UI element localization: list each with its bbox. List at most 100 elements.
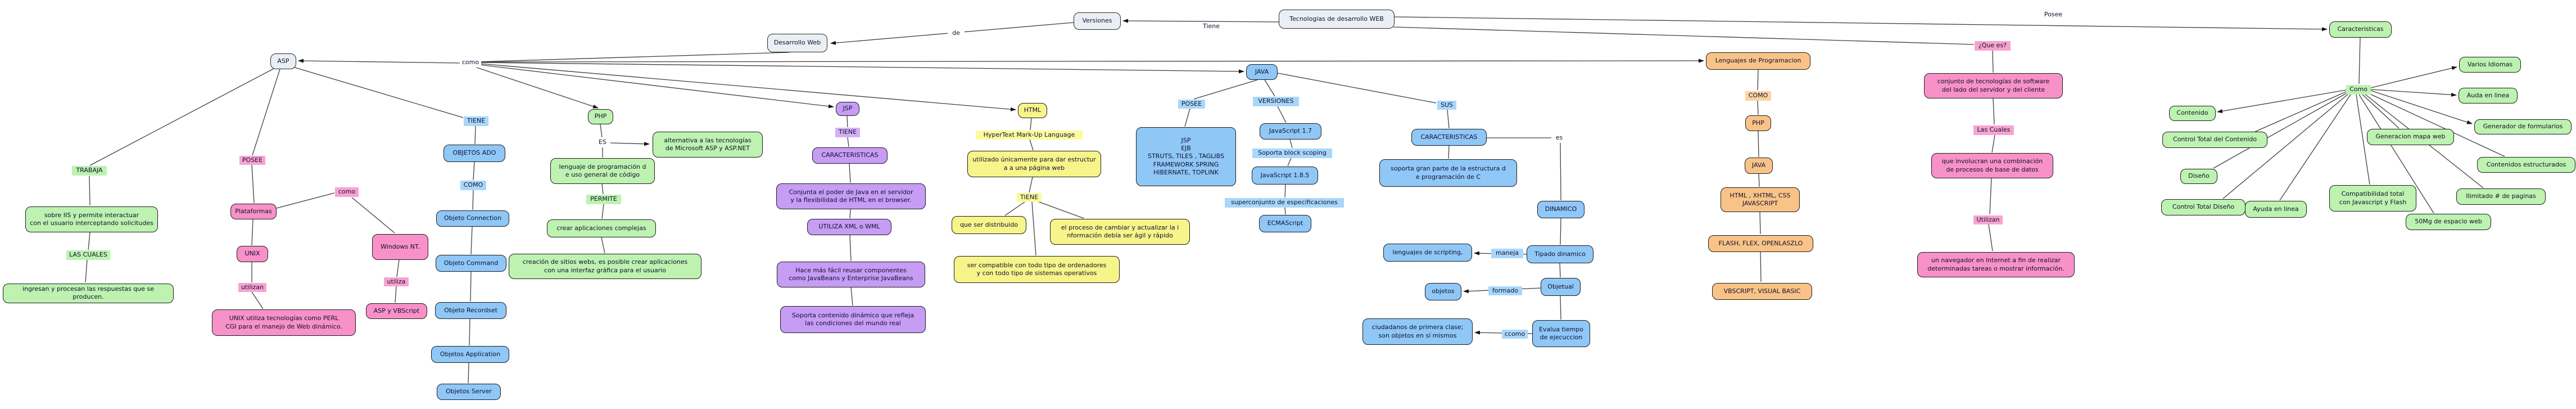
node-lbl-formado[interactable]: formado [1488, 286, 1522, 295]
node-objetos-server[interactable]: Objetos Server [437, 384, 501, 400]
node-objeto-connection[interactable]: Objeto Connection [436, 210, 509, 227]
node-dinamico[interactable]: DINAMICO [1537, 201, 1584, 218]
node-java-estructura-box[interactable]: soporta gran parte de la estructura d e … [1379, 159, 1517, 187]
node-lbl-de[interactable]: de [948, 29, 965, 38]
node-php-orange[interactable]: PHP [1745, 115, 1771, 131]
node-lbl-utiliza[interactable]: utiliza [384, 277, 409, 286]
node-ayuda-en-linea[interactable]: Ayuda en linea [2245, 201, 2307, 218]
node-lbl-que-es[interactable]: ¿Que es? [1975, 41, 2011, 51]
node-jsp-dinamico-box[interactable]: Soporta contenido dinámico que refleja l… [780, 306, 926, 333]
node-lbl-maneja[interactable]: maneja [1491, 249, 1523, 258]
node-java[interactable]: JAVA [1246, 64, 1278, 80]
node-html-compatible-box[interactable]: ser compatible con todo tipo de ordenado… [954, 256, 1120, 283]
node-diseno[interactable]: Diseño [2180, 169, 2217, 184]
node-lbl-trabaja[interactable]: TRABAJA [72, 166, 107, 176]
node-java-frameworks-box[interactable]: JSP EJB STRUTS, TILES , TAGLIBS FRAMEWOR… [1136, 127, 1236, 186]
node-html-xhtml-box[interactable]: HTML , XHTML, CSS JAVASCRIPT [1721, 187, 1800, 212]
node-lbl-tiene-top[interactable]: Tiene [1199, 22, 1224, 32]
node-lbl-block-scoping[interactable]: Soporta block scoping [1252, 149, 1332, 158]
node-tecnologias-web[interactable]: Tecnologias de desarrollo WEB [1279, 10, 1395, 29]
node-unix[interactable]: UNIX [237, 246, 268, 262]
node-quees-conjunto-box[interactable]: conjunto de tecnologías de software del … [1924, 73, 2063, 98]
node-lenguajes-scripting-box[interactable]: lenguajes de scripting, [1383, 244, 1472, 262]
node-ecmascript[interactable]: ECMAScript [1259, 215, 1311, 232]
node-php-lenguaje-box[interactable]: lenguaje de programación d e uso general… [550, 158, 655, 184]
node-contenido[interactable]: Contenido [2169, 106, 2216, 121]
node-generador-formularios[interactable]: Generador de formularios [2474, 119, 2572, 134]
node-lbl-las-cuales[interactable]: LAS CUALES [66, 250, 110, 260]
node-lbl-ccomo[interactable]: ccomo [1502, 330, 1528, 339]
node-jsp-utiliza-xml[interactable]: UTILIZA XML o WML [807, 219, 891, 235]
node-objeto-command[interactable]: Objeto Command [436, 255, 506, 272]
node-php-sitios-box[interactable]: creación de sitios webs, es posible crea… [509, 254, 701, 279]
node-asp-box-iis[interactable]: sobre IIS y permite interactuar con el u… [25, 206, 158, 232]
node-lbl-las-cuales-2[interactable]: Las Cuales [1973, 125, 2014, 135]
node-ciudadanos-box[interactable]: ciudadanos de primera clase; son objetos… [1362, 318, 1473, 345]
node-lbl-tiene-html[interactable]: TIENE [1017, 193, 1042, 202]
node-auda-en-linea[interactable]: Auda en linea [2459, 88, 2518, 104]
node-plataformas[interactable]: Plataformas [230, 204, 277, 219]
node-lbl-permite[interactable]: PERMITE [586, 195, 621, 204]
node-php-crear-box[interactable]: crear aplicaciones complejas [547, 219, 656, 237]
node-lbl-utilizan[interactable]: utilizan [238, 283, 266, 292]
node-unix-perl-box[interactable]: UNIX utiliza tecnologías como PERL CGI p… [212, 309, 356, 336]
node-quees-combinacion-box[interactable]: que involucran una combinación de proces… [1931, 153, 2053, 178]
node-objetos[interactable]: objetos [1425, 283, 1461, 300]
node-jsp-conjunta-box[interactable]: Conjunta el poder de Java en el servidor… [776, 183, 926, 209]
node-lbl-como-ado[interactable]: COMO [460, 181, 486, 190]
node-lbl-es-php[interactable]: ES [595, 138, 610, 147]
node-desarrollo-web[interactable]: Desarrollo Web [767, 34, 827, 52]
node-objetos-application[interactable]: Objetos Application [431, 346, 509, 363]
node-lbl-como-top[interactable]: como [460, 58, 481, 68]
node-lbl-posee-java[interactable]: POSEE [1178, 100, 1205, 109]
node-varios-idiomas[interactable]: Varios Idiomas [2459, 57, 2521, 73]
node-control-total-diseno[interactable]: Control Total Diseño [2161, 199, 2245, 215]
node-lbl-superconjunto[interactable]: superconjunto de especificaciones [1225, 198, 1344, 208]
node-tipado-dinamico[interactable]: Tipado dinamico [1527, 245, 1593, 263]
node-contenidos-estructurados[interactable]: Contenidos estructurados [2477, 157, 2575, 173]
node-lenguajes-programacion[interactable]: Lenguajes de Programacion [1706, 52, 1810, 70]
node-asp-box-respuestas[interactable]: ingresan y procesan las respuestas que s… [3, 284, 174, 303]
node-lbl-hypertext[interactable]: HyperText Mark-Up Language [976, 131, 1083, 140]
node-lbl-sus[interactable]: SUS [1437, 101, 1456, 110]
node-asp-vbscript[interactable]: ASP y VBScript [366, 303, 427, 319]
node-compatibilidad-box[interactable]: Compatibilidad total con Javascript y Fl… [2329, 185, 2416, 212]
node-jsp-caracteristicas[interactable]: CARACTERISTICAS [812, 147, 888, 164]
node-windows-nt[interactable]: Windows NT. [372, 234, 428, 260]
node-quees-navegador-box[interactable]: un navegador en Internet a fin de realiz… [1917, 252, 2075, 277]
node-objeto-recordset[interactable]: Objeto Recordset [435, 302, 506, 319]
node-html-estructura-box[interactable]: utilizado únicamente para dar estructur … [967, 151, 1101, 177]
node-espacio-web[interactable]: 50Mg de espacio web [2406, 214, 2491, 230]
node-lbl-es-java[interactable]: es [1552, 133, 1566, 143]
node-lbl-utilizan-2[interactable]: Utilizan [1973, 215, 2003, 224]
node-control-total-contenido[interactable]: Control Total del Contenido [2162, 132, 2267, 148]
node-html-distribuido-box[interactable]: que ser distribuido [952, 216, 1026, 234]
node-html-proceso-box[interactable]: el proceso de cambiar y actualizar la i … [1050, 219, 1190, 245]
node-jsp[interactable]: JSP [836, 102, 859, 116]
node-javascript-17[interactable]: JavaScript 1.7 [1260, 123, 1321, 140]
node-lbl-como-leng[interactable]: COMO [1745, 91, 1771, 101]
node-objetos-ado[interactable]: OBJETOS ADO [443, 145, 505, 162]
node-html[interactable]: HTML [1018, 103, 1047, 118]
node-evalua-box[interactable]: Evalua tiempo de ejecuccion [1532, 320, 1590, 347]
node-java-caracteristicas[interactable]: CARACTERISTICAS [1411, 129, 1487, 146]
node-asp[interactable]: ASP [270, 53, 296, 69]
node-objetual[interactable]: Objetual [1541, 278, 1581, 296]
node-lbl-posee-top[interactable]: Posee [2041, 10, 2066, 20]
node-lbl-como-plataformas[interactable]: como [335, 187, 359, 197]
node-flash-flex-box[interactable]: FLASH, FLEX, OPENLASZLO [1708, 235, 1813, 252]
node-jsp-reusar-box[interactable]: Hace más fácil reusar componentes como J… [777, 262, 925, 287]
node-generacion-mapa[interactable]: Generacion mapa web [2367, 129, 2454, 145]
node-lbl-tiene-ado[interactable]: TIENE [464, 116, 488, 126]
node-javascript-185[interactable]: JavaScript 1.8.5 [1252, 167, 1318, 185]
node-caracteristicas-r[interactable]: Caracteristicas [2329, 21, 2392, 38]
node-lbl-tiene-jsp[interactable]: TIENE [835, 128, 860, 137]
node-ilimitado-paginas[interactable]: Ilimitado # de paginas [2456, 188, 2546, 205]
node-versiones-top[interactable]: Versiones [1074, 12, 1121, 30]
node-lbl-como-r[interactable]: Como [2346, 85, 2371, 95]
node-java-orange[interactable]: JAVA [1745, 158, 1773, 174]
node-lbl-versiones-java[interactable]: VERSIONES [1253, 97, 1299, 106]
node-php[interactable]: PHP [588, 109, 613, 124]
node-vbscript-box[interactable]: VBSCRIPT, VISUAL BASIC [1712, 283, 1812, 300]
node-lbl-posee-asp[interactable]: POSEE [239, 156, 265, 165]
